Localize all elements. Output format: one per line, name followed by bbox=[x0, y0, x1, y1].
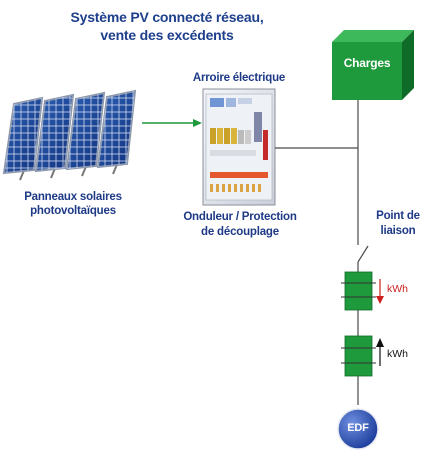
diagram-title-line2: vente des excédents bbox=[100, 27, 234, 43]
import-arrow-up bbox=[376, 338, 384, 366]
electrical-cabinet bbox=[202, 88, 276, 206]
panels-label-line2: photovoltaïques bbox=[30, 205, 116, 217]
charges-box bbox=[332, 30, 414, 100]
connection-point-line1: Point de bbox=[376, 210, 420, 222]
connection-switch bbox=[357, 245, 369, 263]
solar-panel-2 bbox=[34, 93, 75, 179]
dc-flow-arrow bbox=[142, 119, 202, 127]
cabinet-label-line1: Onduleur / Protection bbox=[183, 211, 297, 223]
cabinet-label-line2: de découplage bbox=[201, 226, 279, 238]
meter-export-unit: kWh bbox=[387, 283, 408, 295]
solar-panels-group bbox=[2, 89, 137, 181]
diagram-title-line1: Système PV connecté réseau, bbox=[70, 9, 264, 25]
solar-panel-1 bbox=[2, 96, 44, 181]
solar-panel-4 bbox=[96, 89, 137, 175]
solar-panel-3 bbox=[65, 91, 106, 177]
export-arrow-down bbox=[376, 279, 384, 304]
edf-label: EDF bbox=[347, 422, 369, 434]
edf-grid-circle bbox=[337, 408, 379, 450]
cabinet-title: Arroire électrique bbox=[192, 72, 286, 84]
connection-point-line2: liaison bbox=[380, 225, 416, 237]
charges-label: Charges bbox=[343, 56, 391, 70]
meter-export bbox=[341, 262, 376, 336]
meter-import-unit: kWh bbox=[387, 348, 408, 360]
meter-import bbox=[341, 335, 376, 405]
panels-label-line1: Panneaux solaires bbox=[24, 191, 122, 203]
